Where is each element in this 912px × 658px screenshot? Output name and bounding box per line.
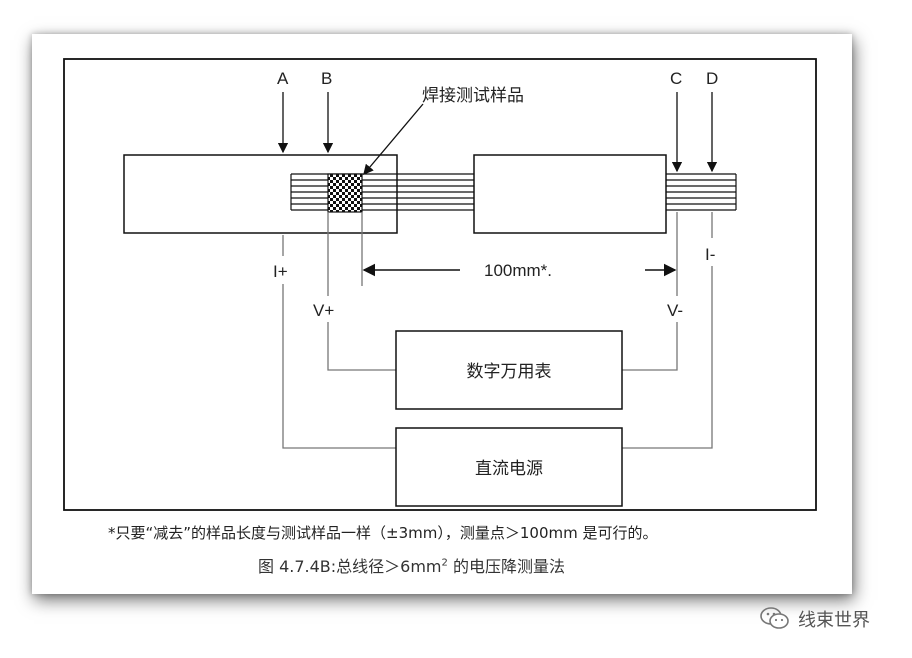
label-point-b: B <box>321 69 332 88</box>
caption-prefix: 图 4.7.4B:总线径＞6mm <box>258 557 442 576</box>
label-v-minus: V- <box>667 301 683 320</box>
label-point-c: C <box>670 69 682 88</box>
weld-callout-arrow <box>363 103 424 175</box>
label-v-plus: V+ <box>313 301 334 320</box>
label-dc-supply: 直流电源 <box>475 459 543 479</box>
label-weld-sample: 焊接测试样品 <box>422 86 524 106</box>
watermark-text: 线束世界 <box>798 610 870 631</box>
figure-caption: 图 4.7.4B:总线径＞6mm2 的电压降测量法 <box>258 553 708 577</box>
wechat-icon <box>760 607 789 629</box>
multimeter-box <box>395 330 623 410</box>
wire-bundle-left <box>290 173 474 211</box>
dc-supply-box <box>395 427 623 507</box>
weld-nugget <box>327 173 363 213</box>
label-i-plus: I+ <box>273 262 288 281</box>
wire-bundle-right <box>666 173 737 211</box>
caption-superscript: 2 <box>441 557 448 569</box>
label-distance: 100mm*. <box>484 261 552 280</box>
right-terminal-block <box>473 154 667 234</box>
watermark: 线束世界 <box>760 604 870 634</box>
diagram-frame <box>63 58 817 511</box>
label-multimeter: 数字万用表 <box>467 362 552 382</box>
label-point-a: A <box>277 69 289 88</box>
caption-suffix: 的电压降测量法 <box>447 557 565 576</box>
label-i-minus: I- <box>705 245 715 264</box>
footnote: *只要“减去”的样品长度与测试样品一样（±3mm），测量点＞100mm 是可行的… <box>108 524 658 542</box>
connection-wires <box>282 212 713 449</box>
probe-arrows <box>277 92 718 173</box>
label-point-d: D <box>706 69 718 88</box>
